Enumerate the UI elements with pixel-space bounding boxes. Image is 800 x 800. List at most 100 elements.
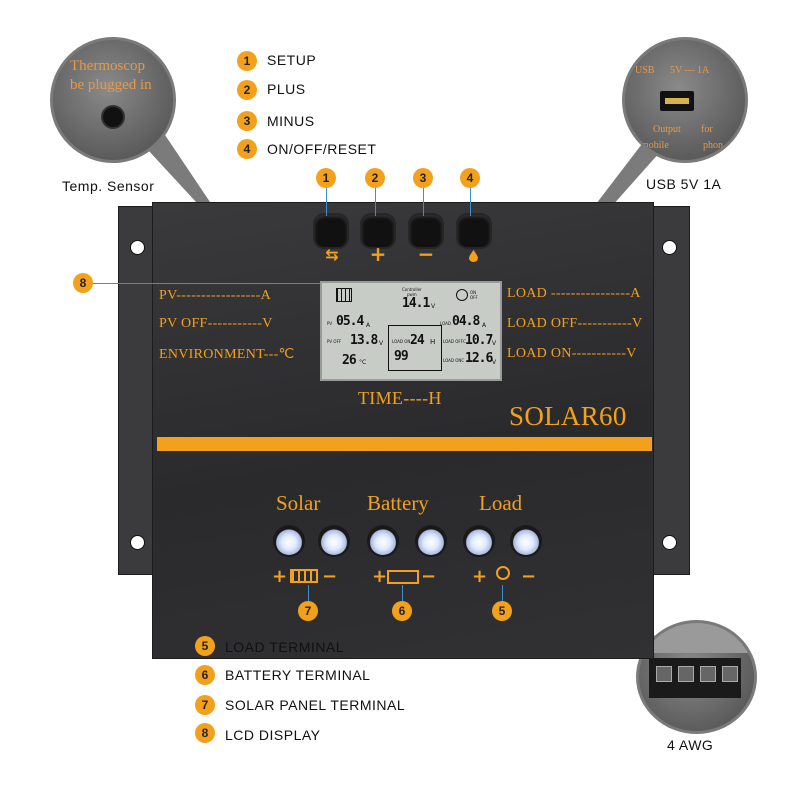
onoff-reset-button[interactable] xyxy=(458,215,490,247)
leader-line xyxy=(326,186,327,216)
lcd-loadon2-small: LOAD ONC xyxy=(443,358,465,363)
load-minus-sign: − xyxy=(521,566,537,587)
usb-for-text: for xyxy=(701,124,713,135)
lcd-on-text: ON xyxy=(470,290,477,295)
lcd-load-small: LOAD xyxy=(440,321,451,326)
solar-plus-terminal[interactable] xyxy=(275,527,303,555)
pv-label: PV-----------------A xyxy=(159,288,271,303)
battery-plus-terminal[interactable] xyxy=(369,527,397,555)
legend-plus: PLUS xyxy=(267,81,306,97)
battery-icon xyxy=(387,570,419,584)
legend-badge-6: 6 xyxy=(195,665,215,685)
right-flange xyxy=(650,206,690,575)
load-off-label: LOAD OFF-----------V xyxy=(507,316,643,331)
solar-plus-sign: + xyxy=(272,566,288,587)
usb-output-text: Output xyxy=(653,124,681,135)
lcd-loadoff-small: LOAD OFFC xyxy=(443,339,466,344)
usb-mobile-text: mobile xyxy=(641,140,669,151)
marker-8: 8 xyxy=(73,273,93,293)
terminal-screw-4 xyxy=(722,666,738,682)
minus-button[interactable] xyxy=(410,215,442,247)
legend-badge-8: 8 xyxy=(195,723,215,743)
battery-plus-sign: + xyxy=(372,566,388,587)
usb-contacts xyxy=(665,98,689,104)
usb-text: USB xyxy=(635,65,655,76)
lcd-pwm-text: pwm xyxy=(407,292,417,297)
temp-callout-pointer xyxy=(148,135,210,202)
lcd-off-text: OFF xyxy=(470,295,478,300)
mount-hole xyxy=(662,240,677,255)
legend-badge-1: 1 xyxy=(237,51,257,71)
leader-line xyxy=(308,585,309,601)
terminal-screw-3 xyxy=(700,666,716,682)
setup-arrows-icon: ⇆ xyxy=(325,245,339,264)
lcd-loadon2-unit: V xyxy=(492,359,497,366)
terminal-screw-2 xyxy=(678,666,694,682)
marker-5: 5 xyxy=(492,601,512,621)
legend-onoff: ON/OFF/RESET xyxy=(267,141,377,157)
marker-1: 1 xyxy=(316,168,336,188)
legend-battery-terminal: BATTERY TERMINAL xyxy=(225,667,371,683)
usb-caption: USB 5V 1A xyxy=(646,176,722,192)
legend-solar-terminal: SOLAR PANEL TERMINAL xyxy=(225,697,406,713)
lcd-pv-unit: A xyxy=(366,322,371,329)
battery-minus-sign: − xyxy=(421,566,437,587)
lcd-top-unit: V xyxy=(431,303,436,310)
legend-lcd-display: LCD DISPLAY xyxy=(225,727,321,743)
load-label: LOAD ----------------A xyxy=(507,286,641,301)
lcd-load-value: 04.8 xyxy=(452,314,480,329)
model-name: SOLAR60 xyxy=(509,401,627,431)
plus-button[interactable] xyxy=(362,215,394,247)
leader-line xyxy=(470,186,471,216)
legend-minus: MINUS xyxy=(267,113,315,129)
drop-icon xyxy=(469,249,478,262)
legend-badge-4: 4 xyxy=(237,139,257,159)
leader-line xyxy=(502,585,503,601)
marker-2: 2 xyxy=(365,168,385,188)
terminal-top xyxy=(639,623,754,653)
mount-hole xyxy=(130,240,145,255)
lcd-pv-value: 05.4 xyxy=(336,314,364,329)
sensor-jack xyxy=(101,105,125,129)
lcd-load-unit: A xyxy=(482,322,487,329)
plugged-in-text: be plugged in xyxy=(70,77,152,93)
legend-badge-7: 7 xyxy=(195,695,215,715)
load-on-label: LOAD ON-----------V xyxy=(507,346,637,361)
lcd-pv-small: PV xyxy=(327,321,333,326)
legend-badge-3: 3 xyxy=(237,111,257,131)
battery-minus-terminal[interactable] xyxy=(417,527,445,555)
lcd-display: Controller pwm 14.1 V ON OFF PV 05.4 A P… xyxy=(320,281,502,381)
lcd-time-unit: H xyxy=(430,338,436,346)
legend-setup: SETUP xyxy=(267,52,317,68)
setup-button[interactable] xyxy=(315,215,347,247)
load-plus-terminal[interactable] xyxy=(465,527,493,555)
marker-4: 4 xyxy=(460,168,480,188)
lcd-pvoff-small: PV OFF xyxy=(327,339,342,344)
solar-minus-sign: − xyxy=(322,566,338,587)
usb-phone-text: phon xyxy=(703,140,723,151)
terminal-zoom xyxy=(636,620,757,734)
marker-7: 7 xyxy=(298,601,318,621)
usb-port xyxy=(660,91,694,111)
lcd-temp-unit: °C xyxy=(359,359,367,366)
left-flange xyxy=(118,206,158,575)
lcd-time-value: 24 xyxy=(410,333,425,348)
environment-label: ENVIRONMENT---℃ xyxy=(159,347,295,362)
lcd-battery-pct: 99 xyxy=(394,349,409,364)
lcd-loadoff-unit: V xyxy=(492,340,497,347)
battery-box xyxy=(388,325,442,371)
load-plus-sign: + xyxy=(472,566,488,587)
leader-line xyxy=(375,186,376,216)
time-label: TIME----H xyxy=(358,388,442,408)
thermoscop-text: Thermoscop xyxy=(70,58,145,74)
lcd-top-value: 14.1 xyxy=(402,296,430,311)
marker-6: 6 xyxy=(392,601,412,621)
load-minus-terminal[interactable] xyxy=(512,527,540,555)
bulb-icon xyxy=(456,289,468,301)
accent-stripe xyxy=(157,437,652,451)
lcd-pvoff-value: 13.8 xyxy=(350,333,378,348)
legend-badge-2: 2 xyxy=(237,80,257,100)
solar-minus-terminal[interactable] xyxy=(320,527,348,555)
lcd-loadon-small: LOAD ON xyxy=(392,339,411,344)
lcd-pvoff-unit: V xyxy=(379,340,384,347)
